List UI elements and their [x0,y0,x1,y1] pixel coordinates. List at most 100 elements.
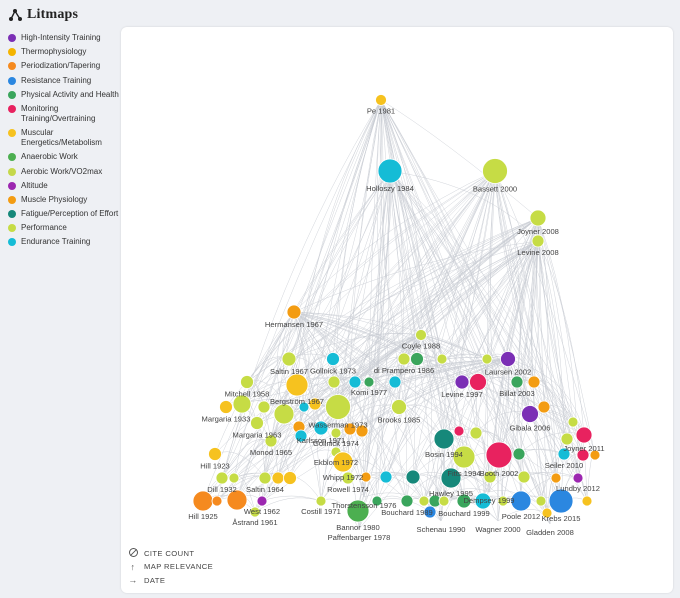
legend-item[interactable]: Resistance Training [8,76,120,86]
paper-node-n_hw3[interactable] [517,470,531,484]
paper-node-n_b3[interactable] [348,375,362,389]
legend-item[interactable]: Physical Activity and Health [8,90,120,100]
legend-item[interactable]: Aerobic Work/VO2max [8,167,120,177]
paper-node-diprampero1986[interactable] [397,352,411,366]
paper-node-krebs2015[interactable] [548,488,574,514]
paper-node-n_dp2[interactable] [410,352,424,366]
paper-node-n_bs3[interactable] [469,426,483,440]
paper-node-n_bo2[interactable] [474,492,492,510]
paper-node-n_r2[interactable] [360,471,372,483]
paper-node-n_k2[interactable] [388,375,402,389]
paper-node-poole2012[interactable] [510,490,532,512]
paper-node-n_bt2[interactable] [512,447,526,461]
paper-node-saltin1967[interactable] [281,351,297,367]
paper-node-astrand1961[interactable] [249,506,261,518]
legend-item[interactable]: Periodization/Tapering [8,61,120,71]
paper-node-holloszy1984[interactable] [377,158,403,184]
paper-node-n_bc4[interactable] [438,495,450,507]
paper-node-laursen2002[interactable] [500,351,516,367]
paper-node-booth2002[interactable] [485,441,513,469]
legend-item[interactable]: Muscular Energetics/Metabolism [8,128,120,148]
paper-node-pe1981[interactable] [375,94,387,106]
paper-node-n_gb2[interactable] [537,400,551,414]
paper-node-rowell1974[interactable] [341,471,355,485]
legend-item[interactable]: Muscle Physiology [8,195,120,205]
paper-node-brooks1985[interactable] [391,399,407,415]
paper-node-n_m4[interactable] [273,403,295,425]
paper-node-karlsson1971[interactable] [313,420,329,436]
paper-node-gibala2006[interactable] [521,405,539,423]
paper-node-n_se3[interactable] [589,449,601,461]
paper-node-n_m3[interactable] [257,400,271,414]
paper-node-komi1977[interactable] [363,376,375,388]
paper-node-margaria1933[interactable] [219,400,233,414]
paper-node-n_m6[interactable] [308,397,322,411]
paper-node-billat2003[interactable] [510,375,524,389]
paper-node-margaria1963[interactable] [250,416,264,430]
paper-node-n_d2[interactable] [228,472,240,484]
citation-nodes[interactable] [192,94,601,523]
paper-node-west1962[interactable] [256,495,268,507]
paper-node-n_s64b[interactable] [271,471,285,485]
legend-item[interactable]: Altitude [8,181,120,191]
paper-node-joyner2011[interactable] [575,426,593,444]
legend-item[interactable]: Thermophysiology [8,47,120,57]
paper-node-gollnick1973[interactable] [326,352,340,366]
paper-node-n_r4[interactable] [405,469,421,485]
paper-node-n_laursen_a[interactable] [481,353,493,365]
paper-node-saltin1964[interactable] [258,471,272,485]
legend-item[interactable]: Monitoring Training/Overtraining [8,104,120,124]
paper-node-hill1925[interactable] [192,490,214,512]
paper-node-mitchell1958[interactable] [240,375,254,389]
paper-node-n_kr3[interactable] [541,507,553,519]
paper-node-wasserman1973[interactable] [325,394,351,420]
paper-node-n_bc5[interactable] [423,505,437,519]
paper-node-n_se2[interactable] [576,448,590,462]
paper-node-costill1971[interactable] [315,495,327,507]
paper-node-lundby2012[interactable] [572,472,584,484]
date-control[interactable]: → DATE [127,574,213,588]
paper-node-hermansen1967[interactable] [286,304,302,320]
paper-node-n_h25b[interactable] [211,495,223,507]
paper-node-hawley1995[interactable] [440,467,462,489]
paper-node-n_r3[interactable] [379,470,393,484]
paper-node-n_bo3[interactable] [497,495,509,507]
paper-node-n_hw2[interactable] [483,470,497,484]
paper-node-seiler2010[interactable] [557,447,571,461]
paper-node-gollnick1974[interactable] [330,427,342,439]
paper-node-dill1932[interactable] [215,471,229,485]
paper-node-bassett2000[interactable] [482,158,508,184]
map-relevance-control[interactable]: ↑ MAP RELEVANCE [127,560,213,574]
paper-node-n_mo3[interactable] [355,424,369,438]
paper-node-n_lu2[interactable] [550,472,562,484]
paper-node-n_b2[interactable] [327,375,341,389]
app-logo[interactable]: Litmaps [8,7,78,23]
paper-node-n_dp3[interactable] [436,353,448,365]
paper-node-hill1923[interactable] [208,447,222,461]
paper-node-bouchard1999[interactable] [456,493,472,509]
paper-node-n_s64c[interactable] [283,471,297,485]
legend-item[interactable]: Anaerobic Work [8,152,120,162]
paper-node-joyner2008[interactable] [529,209,547,227]
paper-node-n_bs2[interactable] [453,425,465,437]
paper-node-levine2008[interactable] [531,234,545,248]
paper-node-n_j2[interactable] [560,432,574,446]
paper-node-levine1997[interactable] [454,374,470,390]
legend-item[interactable]: Performance [8,223,120,233]
paper-node-bergstrom1967[interactable] [285,373,309,397]
paper-node-n_mo2[interactable] [294,429,308,443]
paper-node-whipp1972[interactable] [332,451,354,473]
paper-node-n_m5[interactable] [298,401,310,413]
paper-node-coyle1988[interactable] [415,329,427,341]
paper-node-n_bn2[interactable] [371,495,383,507]
paper-node-bosin1994[interactable] [433,428,455,450]
paper-node-n_m2[interactable] [232,394,252,414]
paper-node-n_j3[interactable] [567,416,579,428]
paper-node-n_bl2[interactable] [527,375,541,389]
paper-node-n_lv2[interactable] [469,373,487,391]
paper-node-n_kr2[interactable] [581,495,593,507]
paper-node-n_po2[interactable] [535,495,547,507]
legend-item[interactable]: Endurance Training [8,237,120,247]
